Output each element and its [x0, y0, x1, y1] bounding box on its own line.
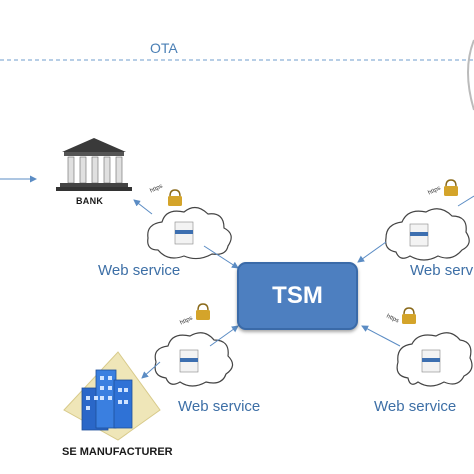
right-edge-device — [467, 39, 474, 111]
lock-icon — [402, 307, 416, 324]
arrow-bank-link — [133, 199, 153, 215]
arrow-to-tsm-top-left — [203, 245, 239, 269]
bank-label: BANK — [76, 196, 104, 206]
se-manufacturer-label: SE MANUFACTURER — [62, 446, 173, 458]
web-service-label-top-right: Web service — [410, 262, 474, 279]
arrow-to-tsm-bottom-right — [361, 325, 401, 347]
cloud-icon — [147, 206, 232, 260]
cloud-icon — [385, 208, 470, 261]
bank-icon — [56, 138, 132, 191]
se-manufacturer-icon — [63, 351, 161, 441]
web-service-label-bottom-right: Web service — [374, 398, 457, 415]
web-service-label-top-left: Web service — [98, 262, 181, 279]
ota-label: OTA — [150, 40, 178, 56]
lock-icon — [196, 303, 210, 320]
arrow-to-tsm-bottom-left — [209, 325, 239, 347]
arrow-to-se — [141, 361, 161, 379]
tsm-box: TSM — [237, 262, 358, 330]
lock-icon — [444, 179, 458, 196]
arrow-to-tsm-top-right — [357, 241, 387, 263]
cloud-icon — [154, 332, 234, 387]
tsm-label: TSM — [272, 282, 323, 309]
cloud-icon — [396, 332, 473, 387]
lock-icon — [168, 189, 182, 206]
web-service-label-bottom-left: Web service — [178, 398, 261, 415]
arrow-right-top-link — [457, 195, 474, 207]
